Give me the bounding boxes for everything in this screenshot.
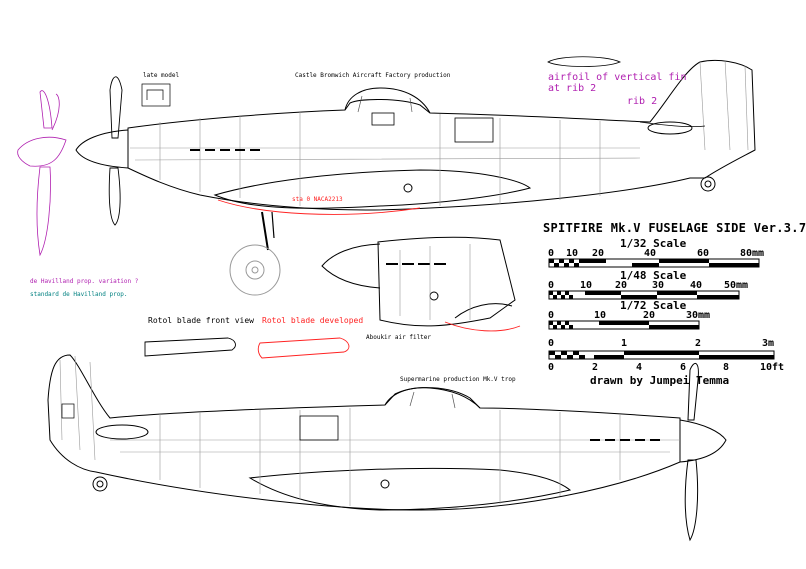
scale-1-48-tick: 10 bbox=[580, 280, 593, 291]
scale-feet-tick: 2 bbox=[592, 362, 599, 373]
scale-1-48-tick: 40 bbox=[690, 280, 703, 291]
naca-station-label: sta 0 NACA2213 bbox=[292, 196, 343, 203]
rib-2-label: rib 2 bbox=[627, 96, 658, 107]
scale-1-32-name: 1/32 Scale bbox=[620, 237, 687, 250]
scale-bars bbox=[548, 258, 775, 360]
scale-1-32-tick: 40 bbox=[644, 248, 657, 259]
scale-1-72-tick: 10 bbox=[594, 310, 607, 321]
scale-1-32-tick: 0 bbox=[548, 248, 555, 259]
bottom-fuselage bbox=[47, 354, 727, 542]
rotol-developed-label: Rotol blade developed bbox=[262, 316, 364, 325]
scale-1-72-tick: 20 bbox=[643, 310, 656, 321]
scale-1-48-tick: 20 bbox=[615, 280, 628, 291]
scale-feet-tick: 8 bbox=[723, 362, 730, 373]
scale-1-72-name: 1/72 Scale bbox=[620, 299, 687, 312]
rotol-front-label: Rotol blade front view bbox=[148, 316, 254, 325]
scale-feet-tick: 10ft bbox=[760, 362, 785, 373]
rotol-blade-developed-shape bbox=[257, 337, 350, 359]
aboukir-label: Aboukir air filter bbox=[366, 334, 432, 341]
scale-1-72-tick: 0 bbox=[548, 310, 555, 321]
scale-1-32-tick: 20 bbox=[592, 248, 605, 259]
scale-meter-tick: 0 bbox=[548, 338, 555, 349]
scale-feet-tick: 6 bbox=[680, 362, 687, 373]
airfoil-fin-label-1: airfoil of vertical fin bbox=[548, 72, 687, 83]
dehavilland-variation-label: de Havilland prop. variation ? bbox=[30, 278, 139, 285]
scale-1-48-tick: 30 bbox=[652, 280, 665, 291]
scale-1-48-tick: 50mm bbox=[724, 280, 749, 291]
drawn-by-label: drawn by Jumpei Temma bbox=[590, 374, 730, 387]
vertical-fin-airfoil bbox=[547, 56, 622, 67]
scale-1-72-tick: 30mm bbox=[686, 310, 711, 321]
standard-dehavilland-label: standard de Havilland prop. bbox=[30, 291, 128, 298]
scale-1-32-tick: 60 bbox=[697, 248, 710, 259]
drawing-title: SPITFIRE Mk.V FUSELAGE SIDE Ver.3.7 bbox=[543, 221, 806, 235]
dehavilland-prop bbox=[17, 90, 67, 257]
scale-1-32-tick: 10 bbox=[566, 248, 579, 259]
airfoil-fin-label-2: at rib 2 bbox=[548, 83, 597, 94]
scale-1-32-tick: 80mm bbox=[740, 248, 765, 259]
scale-meter-tick: 3m bbox=[762, 338, 775, 349]
castle-bromwich-label: Castle Bromwich Aircraft Factory product… bbox=[295, 72, 451, 79]
late-model-label: late model bbox=[143, 72, 180, 79]
scale-1-48-name: 1/48 Scale bbox=[620, 269, 687, 282]
top-fuselage bbox=[75, 59, 756, 296]
scale-feet-tick: 0 bbox=[548, 362, 555, 373]
scale-1-48-tick: 0 bbox=[548, 280, 555, 291]
rotol-blade-front-shape bbox=[144, 337, 236, 357]
scale-meter-tick: 1 bbox=[621, 338, 628, 349]
scale-meter-tick: 2 bbox=[695, 338, 702, 349]
supermarine-trop-label: Supermarine production Mk.V trop bbox=[400, 376, 516, 383]
scale-feet-tick: 4 bbox=[636, 362, 643, 373]
aboukir-nose-detail bbox=[321, 236, 521, 332]
